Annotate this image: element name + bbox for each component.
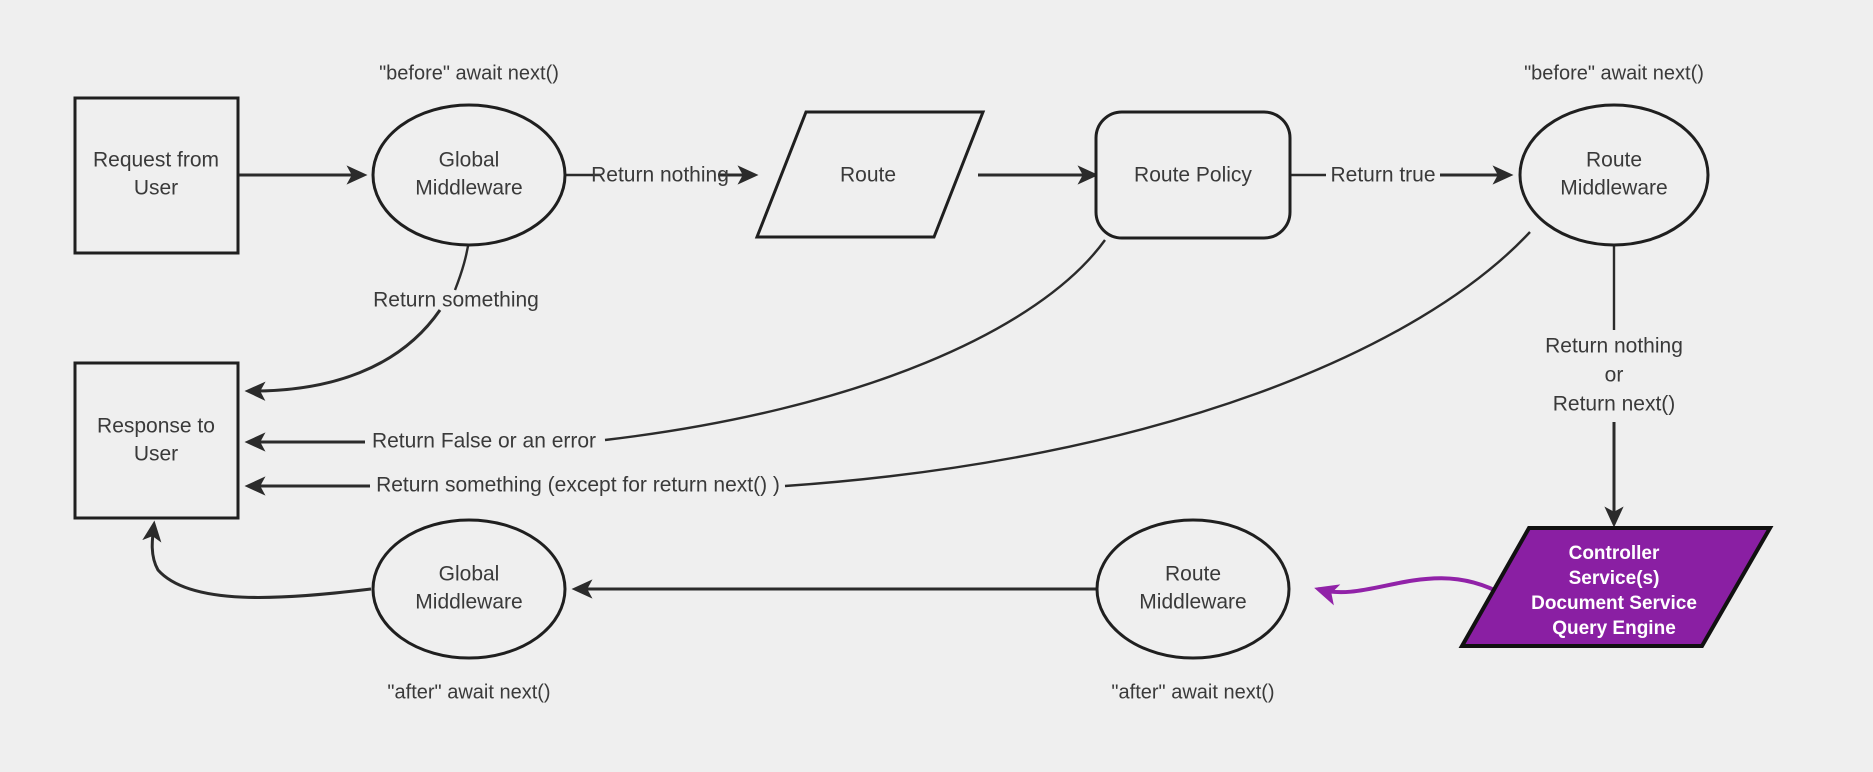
controller-label-line1: Controller: [1569, 543, 1660, 564]
edge-label-return-something-except: Return something (except for return next…: [376, 474, 780, 497]
global-middleware-top-label-line1: Global: [439, 149, 500, 172]
controller-label-line2: Service(s): [1569, 568, 1660, 589]
response-to-user-label-line1: Response to: [97, 415, 215, 438]
global-middleware-top-shape: [371, 103, 567, 247]
request-from-user-label-line2: User: [134, 177, 178, 200]
annotation-before-await-next-global: "before" await next(): [379, 62, 559, 84]
node-controller-services[interactable]: Controller Service(s) Document Service Q…: [1458, 526, 1774, 648]
edge-global-middleware-return-something: [244, 309, 442, 401]
route-shape: [754, 110, 986, 239]
request-from-user-shape: [73, 96, 240, 255]
node-route-policy[interactable]: Route Policy: [1094, 110, 1292, 240]
response-to-user-label-line2: User: [134, 443, 178, 466]
node-global-middleware-bottom[interactable]: Global Middleware: [371, 518, 567, 660]
route-policy-label: Route Policy: [1134, 164, 1252, 187]
route-middleware-top-shape: [1518, 103, 1710, 247]
route-middleware-bottom-label-line1: Route: [1165, 563, 1221, 586]
response-to-user-shape: [73, 361, 240, 520]
edge-label-return-nothing-or-next-line2: or: [1605, 364, 1624, 387]
edge-label-return-nothing-or-next-line3: Return next(): [1553, 393, 1676, 416]
annotation-after-await-next-route: "after" await next(): [1111, 681, 1274, 703]
edge-route-policy-to-response-curve: [604, 239, 1106, 442]
request-from-user-label-line1: Request from: [93, 149, 219, 172]
controller-label-line4: Query Engine: [1552, 618, 1676, 639]
node-route-middleware-top[interactable]: Route Middleware: [1518, 103, 1710, 247]
node-response-to-user[interactable]: Response to User: [73, 361, 240, 520]
global-middleware-bottom-label-line2: Middleware: [415, 591, 522, 614]
node-global-middleware-top[interactable]: Global Middleware: [371, 103, 567, 247]
controller-services-shape: [1458, 526, 1774, 648]
edge-label-return-nothing: Return nothing: [591, 164, 729, 187]
edge-label-return-true: Return true: [1330, 164, 1435, 187]
edge-label-return-false-or-error: Return False or an error: [372, 430, 596, 453]
route-middleware-top-label-line1: Route: [1586, 149, 1642, 172]
node-route-middleware-bottom[interactable]: Route Middleware: [1095, 518, 1291, 660]
global-middleware-bottom-shape: [371, 518, 567, 660]
global-middleware-top-label-line2: Middleware: [415, 177, 522, 200]
route-middleware-bottom-shape: [1095, 518, 1291, 660]
edge-label-return-nothing-or-next-line1: Return nothing: [1545, 335, 1683, 358]
route-middleware-top-label-line2: Middleware: [1560, 177, 1667, 200]
route-policy-shape: [1094, 110, 1292, 240]
node-route[interactable]: Route: [754, 110, 986, 239]
node-request-from-user[interactable]: Request from User: [73, 96, 240, 255]
controller-label-line3: Document Service: [1531, 593, 1697, 614]
route-label: Route: [840, 164, 896, 187]
edge-global-middleware-to-response: [142, 520, 372, 599]
edge-route-middleware-to-response-curve: [784, 231, 1531, 488]
route-middleware-bottom-label-line2: Middleware: [1139, 591, 1246, 614]
edge-label-return-something: Return something: [373, 289, 539, 312]
global-middleware-bottom-label-line1: Global: [439, 563, 500, 586]
annotation-after-await-next-global: "after" await next(): [387, 681, 550, 703]
edge-controller-to-route-middleware: [1314, 576, 1505, 606]
annotation-before-await-next-route: "before" await next(): [1524, 62, 1704, 84]
